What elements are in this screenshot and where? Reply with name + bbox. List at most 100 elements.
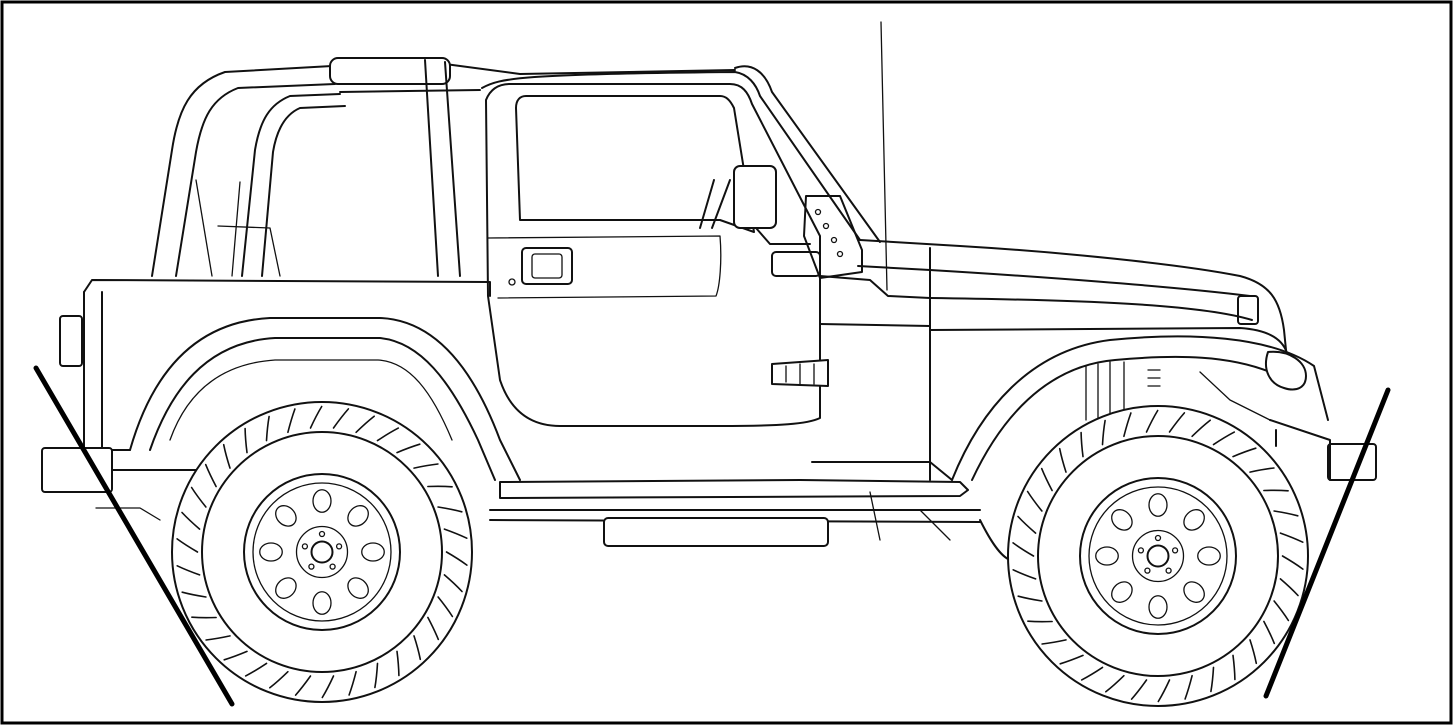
rim-hole (347, 577, 369, 599)
tread-block (427, 616, 440, 641)
rim-hole (1197, 546, 1221, 566)
rear-wheel (171, 401, 473, 703)
tread-block (1263, 620, 1276, 645)
tread-block (332, 408, 350, 429)
antenna (880, 21, 888, 291)
tread-block (1080, 431, 1084, 458)
tread-block (1168, 412, 1186, 433)
rim-hole (1111, 581, 1133, 603)
tread-block (443, 528, 468, 539)
tread-block (1191, 419, 1211, 438)
hub (1131, 529, 1185, 583)
tread-block (244, 662, 268, 677)
rim-hole (275, 505, 297, 527)
mirror (733, 165, 863, 279)
rim-lip (252, 482, 392, 622)
lug-nut (329, 563, 336, 570)
tread-block (1210, 666, 1215, 693)
tread-block (181, 511, 201, 530)
tread-block (294, 675, 312, 696)
tread-block (443, 574, 463, 593)
rim-hole (1095, 546, 1119, 566)
underbody (489, 461, 1011, 561)
tread-block (176, 538, 199, 553)
tread-block (1279, 532, 1304, 543)
tread-block (1012, 542, 1035, 557)
tread-block (287, 408, 296, 434)
lug-nut (301, 543, 309, 550)
tread-block (1101, 419, 1106, 446)
tread-block (176, 565, 201, 576)
tread-block (1249, 467, 1275, 473)
tread-block (1080, 666, 1104, 681)
tread-block (1212, 431, 1236, 446)
lug-nut (1144, 567, 1151, 574)
tread-block (265, 415, 270, 442)
tread-block (374, 662, 379, 689)
tire-inner-wall (1037, 435, 1279, 677)
tread-block (244, 427, 248, 454)
approach-angle-line (1263, 387, 1391, 699)
lug-nut (1165, 567, 1172, 574)
lug-nut (1137, 547, 1145, 554)
rim-hole (1111, 509, 1133, 531)
tread-block (1041, 639, 1067, 645)
tread-block (181, 591, 207, 598)
tread-block (1059, 654, 1084, 665)
tail-light (59, 315, 83, 367)
tread-block (1058, 447, 1067, 473)
hub-cap (1146, 544, 1170, 568)
lug-nut (1171, 547, 1179, 554)
rim-hole (1183, 581, 1205, 603)
tread-block (1232, 654, 1236, 681)
tread-block (1279, 578, 1299, 597)
tread-block (376, 427, 400, 442)
tread-block (1026, 490, 1043, 512)
tread-block (355, 415, 375, 434)
headlight (1265, 350, 1307, 391)
tread-block (1040, 467, 1053, 492)
rim-hole (347, 505, 369, 527)
front-wheel (1007, 405, 1309, 707)
rim (243, 473, 401, 631)
tread-block (437, 596, 454, 618)
tire-inner-wall (201, 431, 443, 673)
lug-nut (318, 530, 326, 538)
departure-angle-line (33, 365, 235, 707)
rim-hole (361, 542, 385, 562)
rim-hole (1148, 493, 1168, 517)
tread-block (1012, 569, 1037, 580)
hub-cap (310, 540, 334, 564)
tread-block (1017, 515, 1037, 534)
door (485, 83, 829, 427)
rear-body (59, 279, 521, 481)
roll-bar-pad (329, 57, 451, 85)
tread-block (1273, 510, 1299, 517)
tread-block (1130, 679, 1148, 700)
tread-block (348, 670, 357, 696)
tread-block (1105, 674, 1125, 693)
tread-block (1273, 600, 1290, 622)
tread-block (396, 650, 400, 677)
fuel-tank-skid (603, 517, 829, 547)
tread-block (269, 670, 289, 689)
tread-block (205, 635, 231, 641)
rim-hole (259, 542, 283, 562)
tread-block (445, 551, 468, 566)
tread-block (1232, 447, 1257, 458)
side-mirror (733, 165, 777, 229)
front-body (819, 239, 1377, 481)
tread-block (190, 486, 207, 508)
tread-block (1184, 674, 1193, 700)
tread-block (413, 463, 439, 469)
lug-nut (1154, 534, 1162, 542)
rear-bumper (41, 447, 201, 521)
rim-hole (1148, 595, 1168, 619)
roll-bar (151, 57, 881, 277)
tread-block (1017, 595, 1043, 602)
tread-block (1281, 555, 1304, 570)
door-handle (521, 247, 573, 285)
